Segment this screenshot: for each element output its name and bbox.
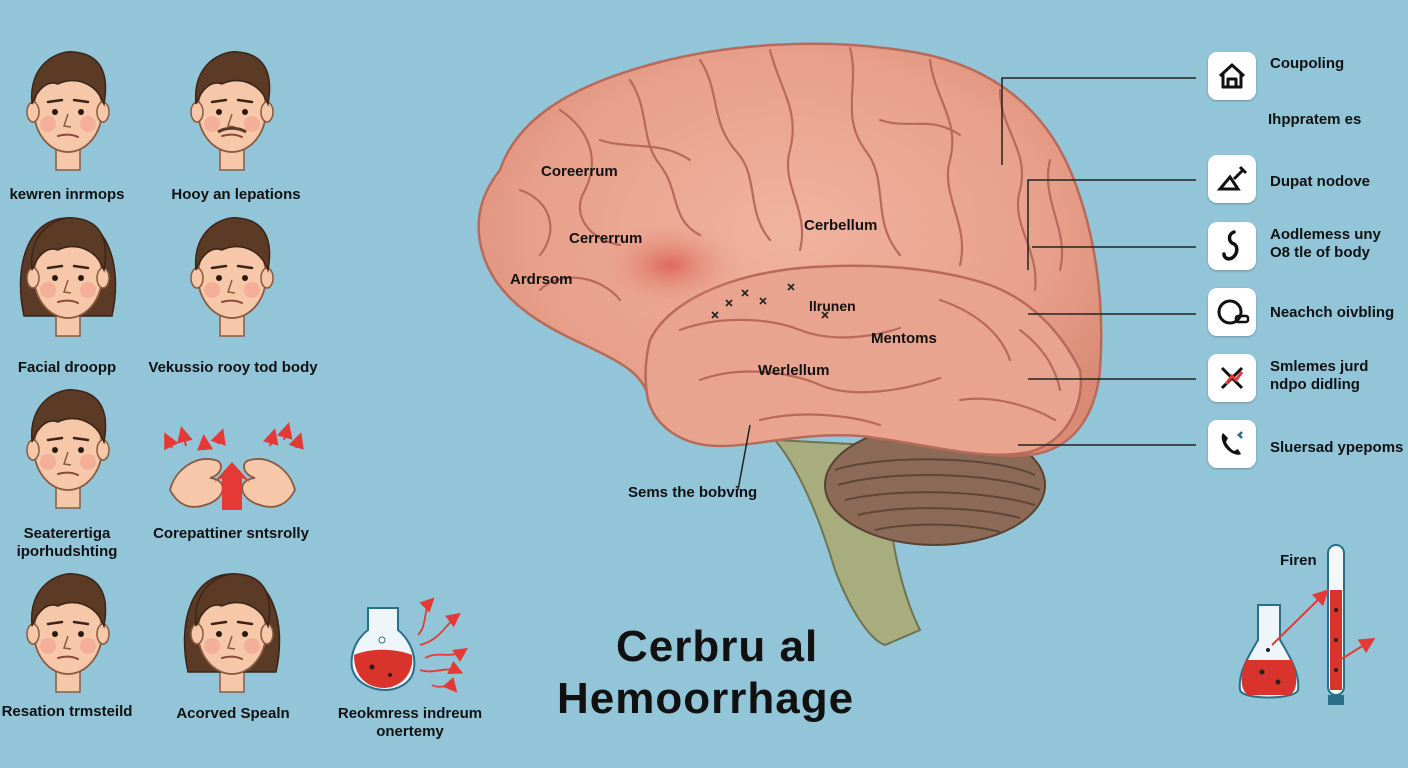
brain-label-coreerrum: Coreerrum — [541, 163, 618, 180]
lesion-marks — [711, 283, 829, 319]
brain-label-bottom: Sems the bobving — [628, 484, 758, 501]
right-label-4: Aodlemess uny O8 tle of body — [1270, 226, 1381, 261]
hemorrhage-area — [595, 220, 745, 310]
brain-illustration — [477, 42, 1103, 647]
brain-pointer-line — [737, 424, 751, 491]
brain-label-cerrerrum: Cerrerrum — [569, 230, 643, 247]
house-icon — [1208, 52, 1256, 100]
blood-flask-left — [350, 597, 468, 693]
patient-face-1 — [26, 51, 110, 171]
patient-face-3 — [19, 217, 117, 337]
right-label-2: Ihppratem es — [1268, 111, 1362, 128]
hook-icon — [1208, 222, 1256, 270]
brain-label-ardrsom: Ardrsom — [510, 271, 573, 288]
patient-label-2: Hooy an lepations — [171, 186, 301, 203]
patient-label-8: Acorved Spealn — [176, 705, 290, 722]
right-label-6: Smlemes jurd ndpo didling — [1270, 358, 1369, 393]
patient-label-1: kewren inrmops — [9, 186, 125, 203]
patient-label-6: Corepattiner sntsrolly — [153, 525, 309, 542]
lab-label: Firen — [1280, 552, 1317, 569]
brain-label-mentoms: Mentoms — [871, 330, 937, 347]
right-label-5: Neachch oivbling — [1270, 304, 1395, 321]
ring-icon — [1208, 288, 1256, 336]
patient-face-7 — [183, 573, 281, 693]
patient-label-3: Facial droopp — [17, 359, 117, 376]
connector-lines — [1001, 77, 1196, 446]
title-line-1: Cerbru al — [616, 622, 819, 671]
title-line-2: Hemoorrhage — [557, 674, 855, 723]
brain-label-cerbellum: Cerbellum — [804, 217, 878, 234]
temporal-lobe-shape — [644, 264, 1083, 456]
patient-faces — [19, 51, 281, 693]
patient-label-4: Vekussio rooy tod body — [148, 359, 318, 376]
patient-label-5: Seaterertiga iporhudshting — [16, 525, 118, 560]
hammer-icon — [1208, 155, 1256, 203]
right-label-7: Sluersad ypepoms — [1270, 439, 1404, 456]
patient-face-4 — [190, 217, 274, 337]
phone-icon — [1208, 420, 1256, 468]
flask-left-label: Reokmress indreum onertemy — [337, 705, 483, 740]
right-label-1: Coupoling — [1270, 55, 1345, 72]
brain-label-llrunen: llrunen — [809, 298, 856, 314]
patient-face-6 — [26, 573, 110, 693]
lab-equipment-right — [1238, 544, 1376, 705]
hands-illustration — [164, 422, 304, 510]
crossed-arrow-icon — [1208, 354, 1256, 402]
right-label-3: Dupat nodove — [1270, 173, 1370, 190]
brain-label-werlellum: Werlellum — [758, 362, 830, 379]
brain-folds — [518, 46, 1064, 427]
patient-face-5 — [26, 389, 110, 509]
patient-label-7: Resation trmsteild — [1, 703, 133, 720]
patient-face-2 — [190, 51, 274, 171]
